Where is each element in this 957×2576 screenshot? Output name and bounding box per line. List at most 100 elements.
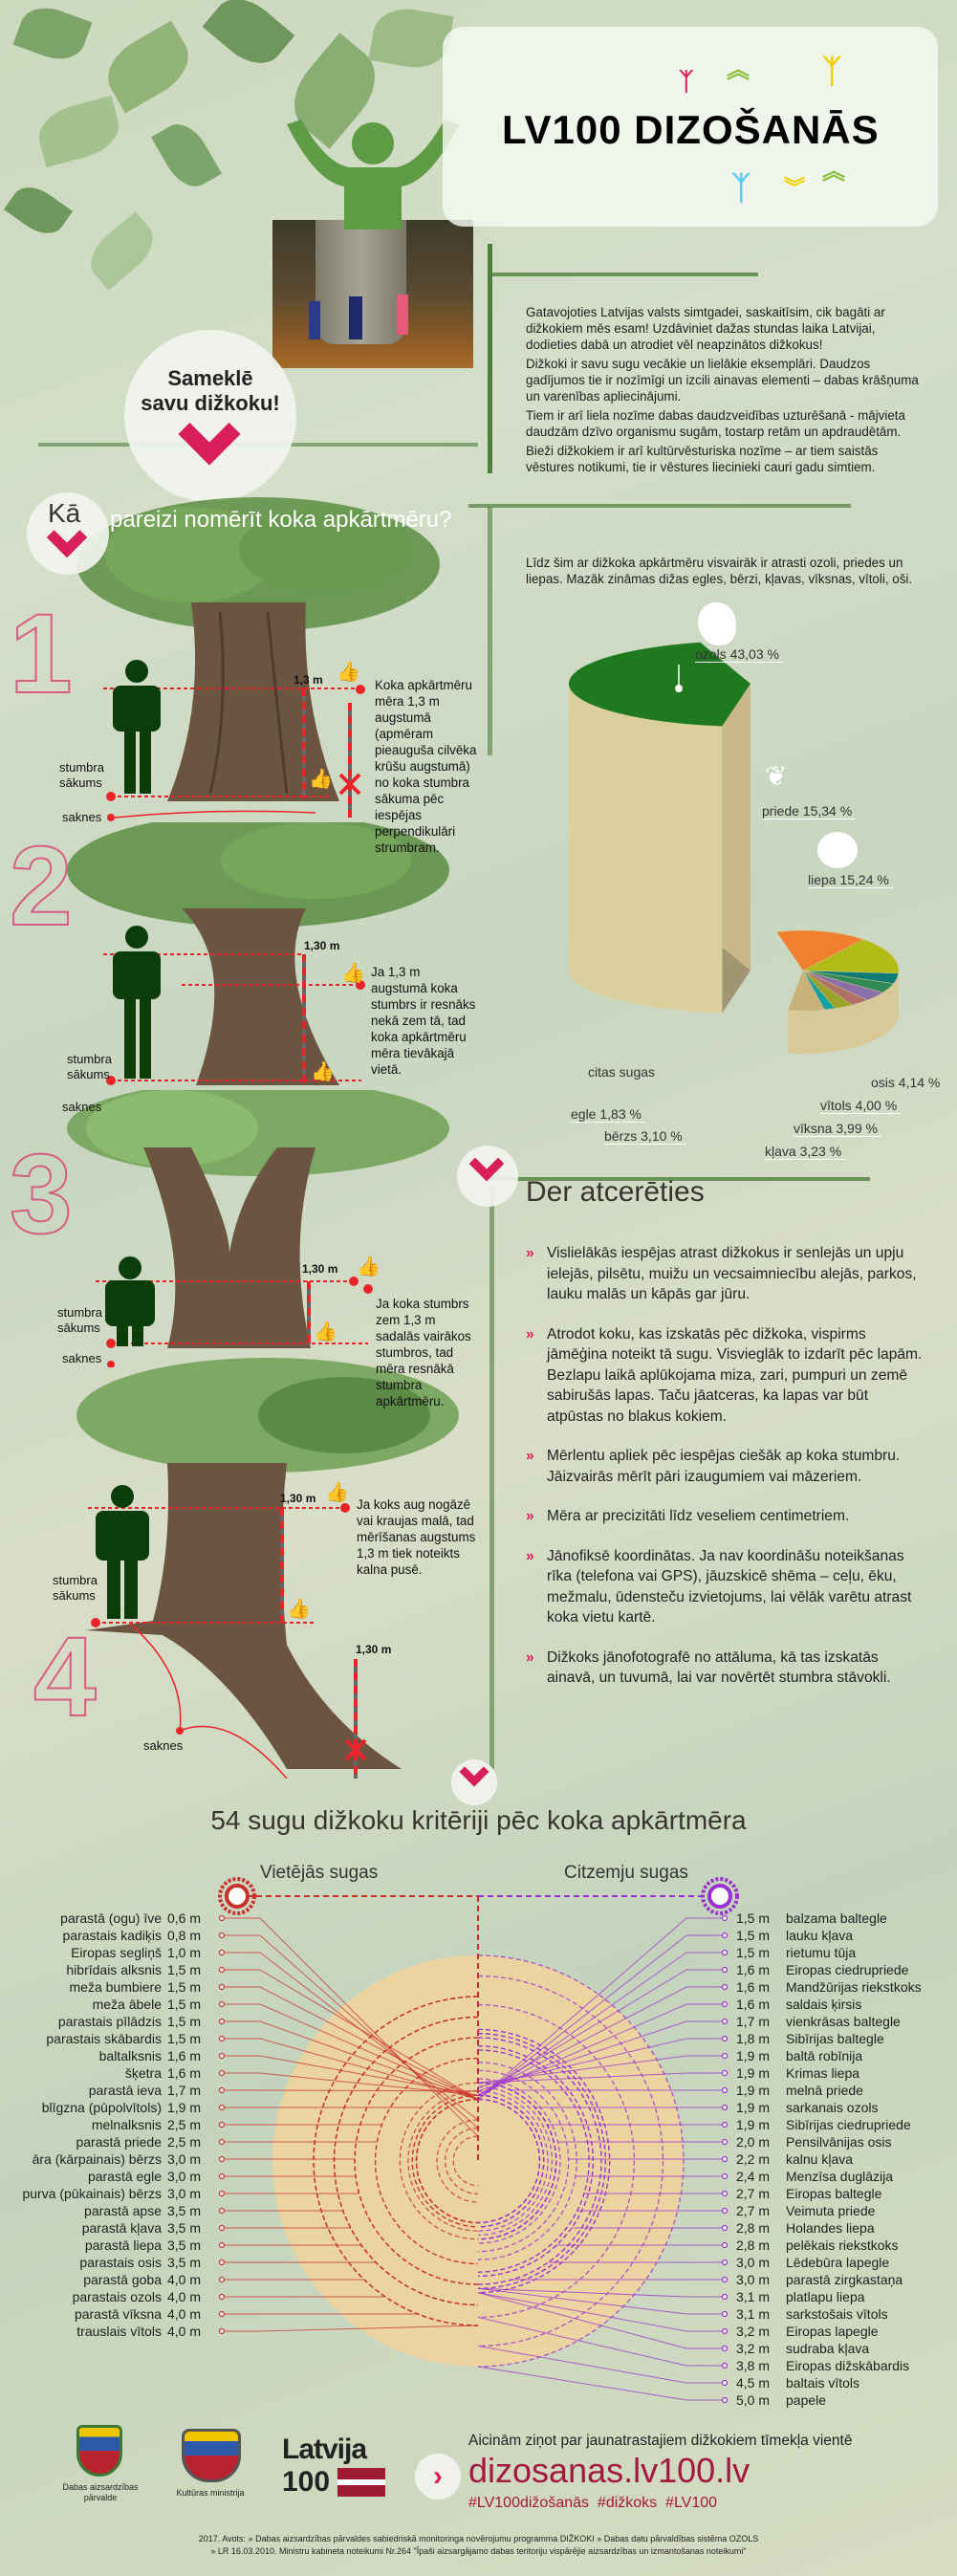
list-item: »Mēra ar precizitāti līdz veseliem centi… [526,1506,927,1527]
leader-dot [721,2035,729,2042]
leader-dot [218,2207,226,2215]
thumbs-up-icon: 👍 [325,1482,349,1503]
species-name: Eiropas dižskābardis [786,2358,910,2373]
species-threshold: 2,8 m [736,2238,771,2253]
step-text: Ja 1,3 m augstumā koka stumbrs ir resnāk… [371,965,476,1077]
species-name: parastais osis [79,2255,162,2270]
link-arrow-button[interactable]: › [415,2454,461,2500]
leader-dot [218,2121,226,2128]
logo-ornament-icon: ᛉ [731,170,751,207]
species-threshold: 2,2 m [736,2151,771,2167]
org-km-label: Kultūras ministrija [176,2488,245,2498]
leader-dot [218,1914,226,1922]
leader-line [477,2055,725,2084]
leader-dot [218,2310,226,2318]
leader-dot [218,1983,226,1991]
website-link[interactable]: dizosanas.lv100.lv [468,2451,750,2490]
list-item-text: Mēra ar precizitāti līdz veseliem centim… [547,1508,850,1524]
divider-horizontal [490,273,758,276]
ring-arc [477,2090,549,2232]
foreign-marker-icon [707,1884,732,1909]
chevron-right-icon: › [433,2460,443,2492]
species-threshold: 2,0 m [736,2134,771,2150]
latvija-100-logo: Latvija 100 [282,2434,386,2499]
invite-text: Aicinām ziņot par jaunatrastajiem dižkok… [468,2433,853,2449]
list-item-text: Atrodot koku, kas izskatās pēc dižkoka, … [547,1325,923,1425]
leader-line [477,2292,725,2332]
photo-kids-hugging-tree [272,220,473,368]
remember-title: Der atcerēties [526,1176,705,1208]
species-name: hibrīdais alksnis [66,1962,162,1977]
species-row: 3,8 m Eiropas dižskābardis [736,2357,909,2374]
species-threshold: 4,0 m [167,2306,202,2322]
species-name: baltā robīnija [786,2048,863,2063]
leader-dot [218,2035,226,2042]
leader-dot [218,2000,226,2008]
species-name: parastā apse [84,2203,162,2218]
ring-arc [415,2098,479,2224]
ring-arc [477,2082,557,2240]
leader-dot [218,2224,226,2232]
leader-line [222,2003,479,2100]
ring-arc [477,1954,685,2368]
leader-dot [721,2362,729,2369]
leader-dot [721,2104,729,2111]
step-2: 2 1,30 m 👍 👍 stumbra sākums saknes Ja 1,… [0,822,478,1114]
ring-arc [477,1975,664,2347]
roots-label: saknes [62,810,102,824]
height-label: 1,30 m [304,939,340,952]
thumbs-up-icon: 👍 [314,1321,337,1343]
logo-ornament-icon: ᛉ [679,67,694,96]
species-name: baltais vītols [786,2375,860,2390]
pie-slice-side [867,993,883,1044]
species-threshold: 1,5 m [736,1928,771,1943]
chevron-down-icon [468,1146,505,1182]
species-name: parastais pīlādzis [57,2014,162,2029]
species-threshold: 2,5 m [167,2117,202,2132]
leader-line [222,1952,479,2121]
leader-dot [721,1966,729,1974]
species-name: melnalksnis [91,2117,162,2132]
thumbs-up-icon: 👍 [311,1061,335,1082]
species-threshold: 1,9 m [167,2100,202,2115]
step-3: 3 1,30 m 👍 👍 stumbra sākums saknes Ja ko… [0,1090,478,1408]
leader-line [477,2287,725,2298]
leader-dot [218,2138,226,2146]
species-name: Eiropas segliņš [71,1945,162,1960]
leader-dot [721,2345,729,2352]
pie-slice-side [835,1005,853,1052]
thumbs-up-icon: 👍 [337,662,360,683]
species-threshold: 3,5 m [167,2220,202,2236]
leader-dot [218,2018,226,2025]
ring-arc [477,2028,611,2294]
leaf-icon [80,211,163,291]
ring-arc [477,2033,606,2289]
species-name: parastais kadiķis [62,1928,163,1943]
species-name: Eiropas lapegle [786,2324,879,2339]
species-threshold: 3,8 m [736,2358,771,2373]
species-name: vienkrāsas baltegle [786,2014,901,2029]
leader-dot [218,2052,226,2060]
trunk-start-label: stumbra sākums [53,1573,98,1603]
species-threshold: 1,9 m [736,2065,771,2081]
logo-ornament-icon: ︽ [822,159,845,185]
foreign-marker-icon [701,1877,739,1915]
species-name: parastā egle [87,2169,162,2184]
thumbs-up-icon: 👍 [309,769,333,790]
leader-dot [721,1983,729,1991]
